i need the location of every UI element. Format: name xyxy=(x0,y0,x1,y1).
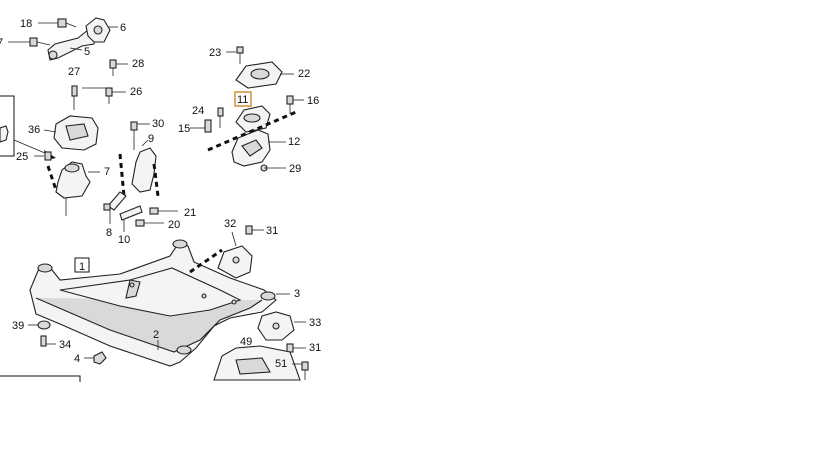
callout-25: 25 xyxy=(16,151,28,163)
callout-49: 49 xyxy=(240,336,252,348)
callout-box-1 xyxy=(74,257,90,273)
callout-7-top: 7 xyxy=(0,37,3,49)
callout-box-11-highlight xyxy=(234,91,252,107)
callout-1: 1 xyxy=(79,261,85,273)
callout-34: 34 xyxy=(59,339,71,351)
callout-labels: 18 6 7 5 27 28 26 36 30 9 25 7 21 20 8 1… xyxy=(0,18,321,370)
callout-51: 51 xyxy=(275,358,287,370)
callout-36: 36 xyxy=(28,124,40,136)
callout-18: 18 xyxy=(20,18,32,30)
callout-2: 2 xyxy=(153,329,159,341)
splash-shield-49 xyxy=(213,345,309,381)
callout-23: 23 xyxy=(209,47,221,59)
callout-28: 28 xyxy=(132,58,144,70)
callout-31-bottom: 31 xyxy=(309,342,321,354)
callout-26: 26 xyxy=(130,86,142,98)
bracket-32 xyxy=(189,225,264,279)
links-8-10 xyxy=(103,191,178,232)
callout-32: 32 xyxy=(224,218,236,230)
bracket-33 xyxy=(257,311,306,353)
callout-21: 21 xyxy=(184,207,196,219)
callout-7: 7 xyxy=(104,166,110,178)
engine-mount-7 xyxy=(34,151,100,216)
callout-30: 30 xyxy=(152,118,164,130)
callout-39: 39 xyxy=(12,320,24,332)
callout-27: 27 xyxy=(68,66,80,78)
callout-22: 22 xyxy=(298,68,310,80)
callout-3: 3 xyxy=(294,288,300,300)
lower-fasteners xyxy=(28,320,107,365)
callout-31-top: 31 xyxy=(266,225,278,237)
callout-6: 6 xyxy=(120,22,126,34)
engine-mount-bracket-36 xyxy=(43,115,99,151)
callout-33: 33 xyxy=(309,317,321,329)
callout-24: 24 xyxy=(192,105,204,117)
callout-4: 4 xyxy=(74,353,80,365)
callout-8: 8 xyxy=(106,227,112,239)
callout-16: 16 xyxy=(307,95,319,107)
callout-29: 29 xyxy=(289,163,301,175)
front-subframe xyxy=(29,239,290,367)
callout-15: 15 xyxy=(178,123,190,135)
callout-11: 11 xyxy=(237,94,248,106)
strut-mount-stack xyxy=(190,46,304,172)
callout-12: 12 xyxy=(288,136,300,148)
callout-5: 5 xyxy=(84,46,90,58)
callout-10: 10 xyxy=(118,234,130,246)
torque-rod-assembly xyxy=(8,17,118,61)
transmission-mount-9 xyxy=(118,121,160,197)
callout-9: 9 xyxy=(148,133,154,145)
bolts-upper xyxy=(71,59,128,110)
callout-20: 20 xyxy=(168,219,180,231)
bottom-left-frame xyxy=(0,375,81,382)
